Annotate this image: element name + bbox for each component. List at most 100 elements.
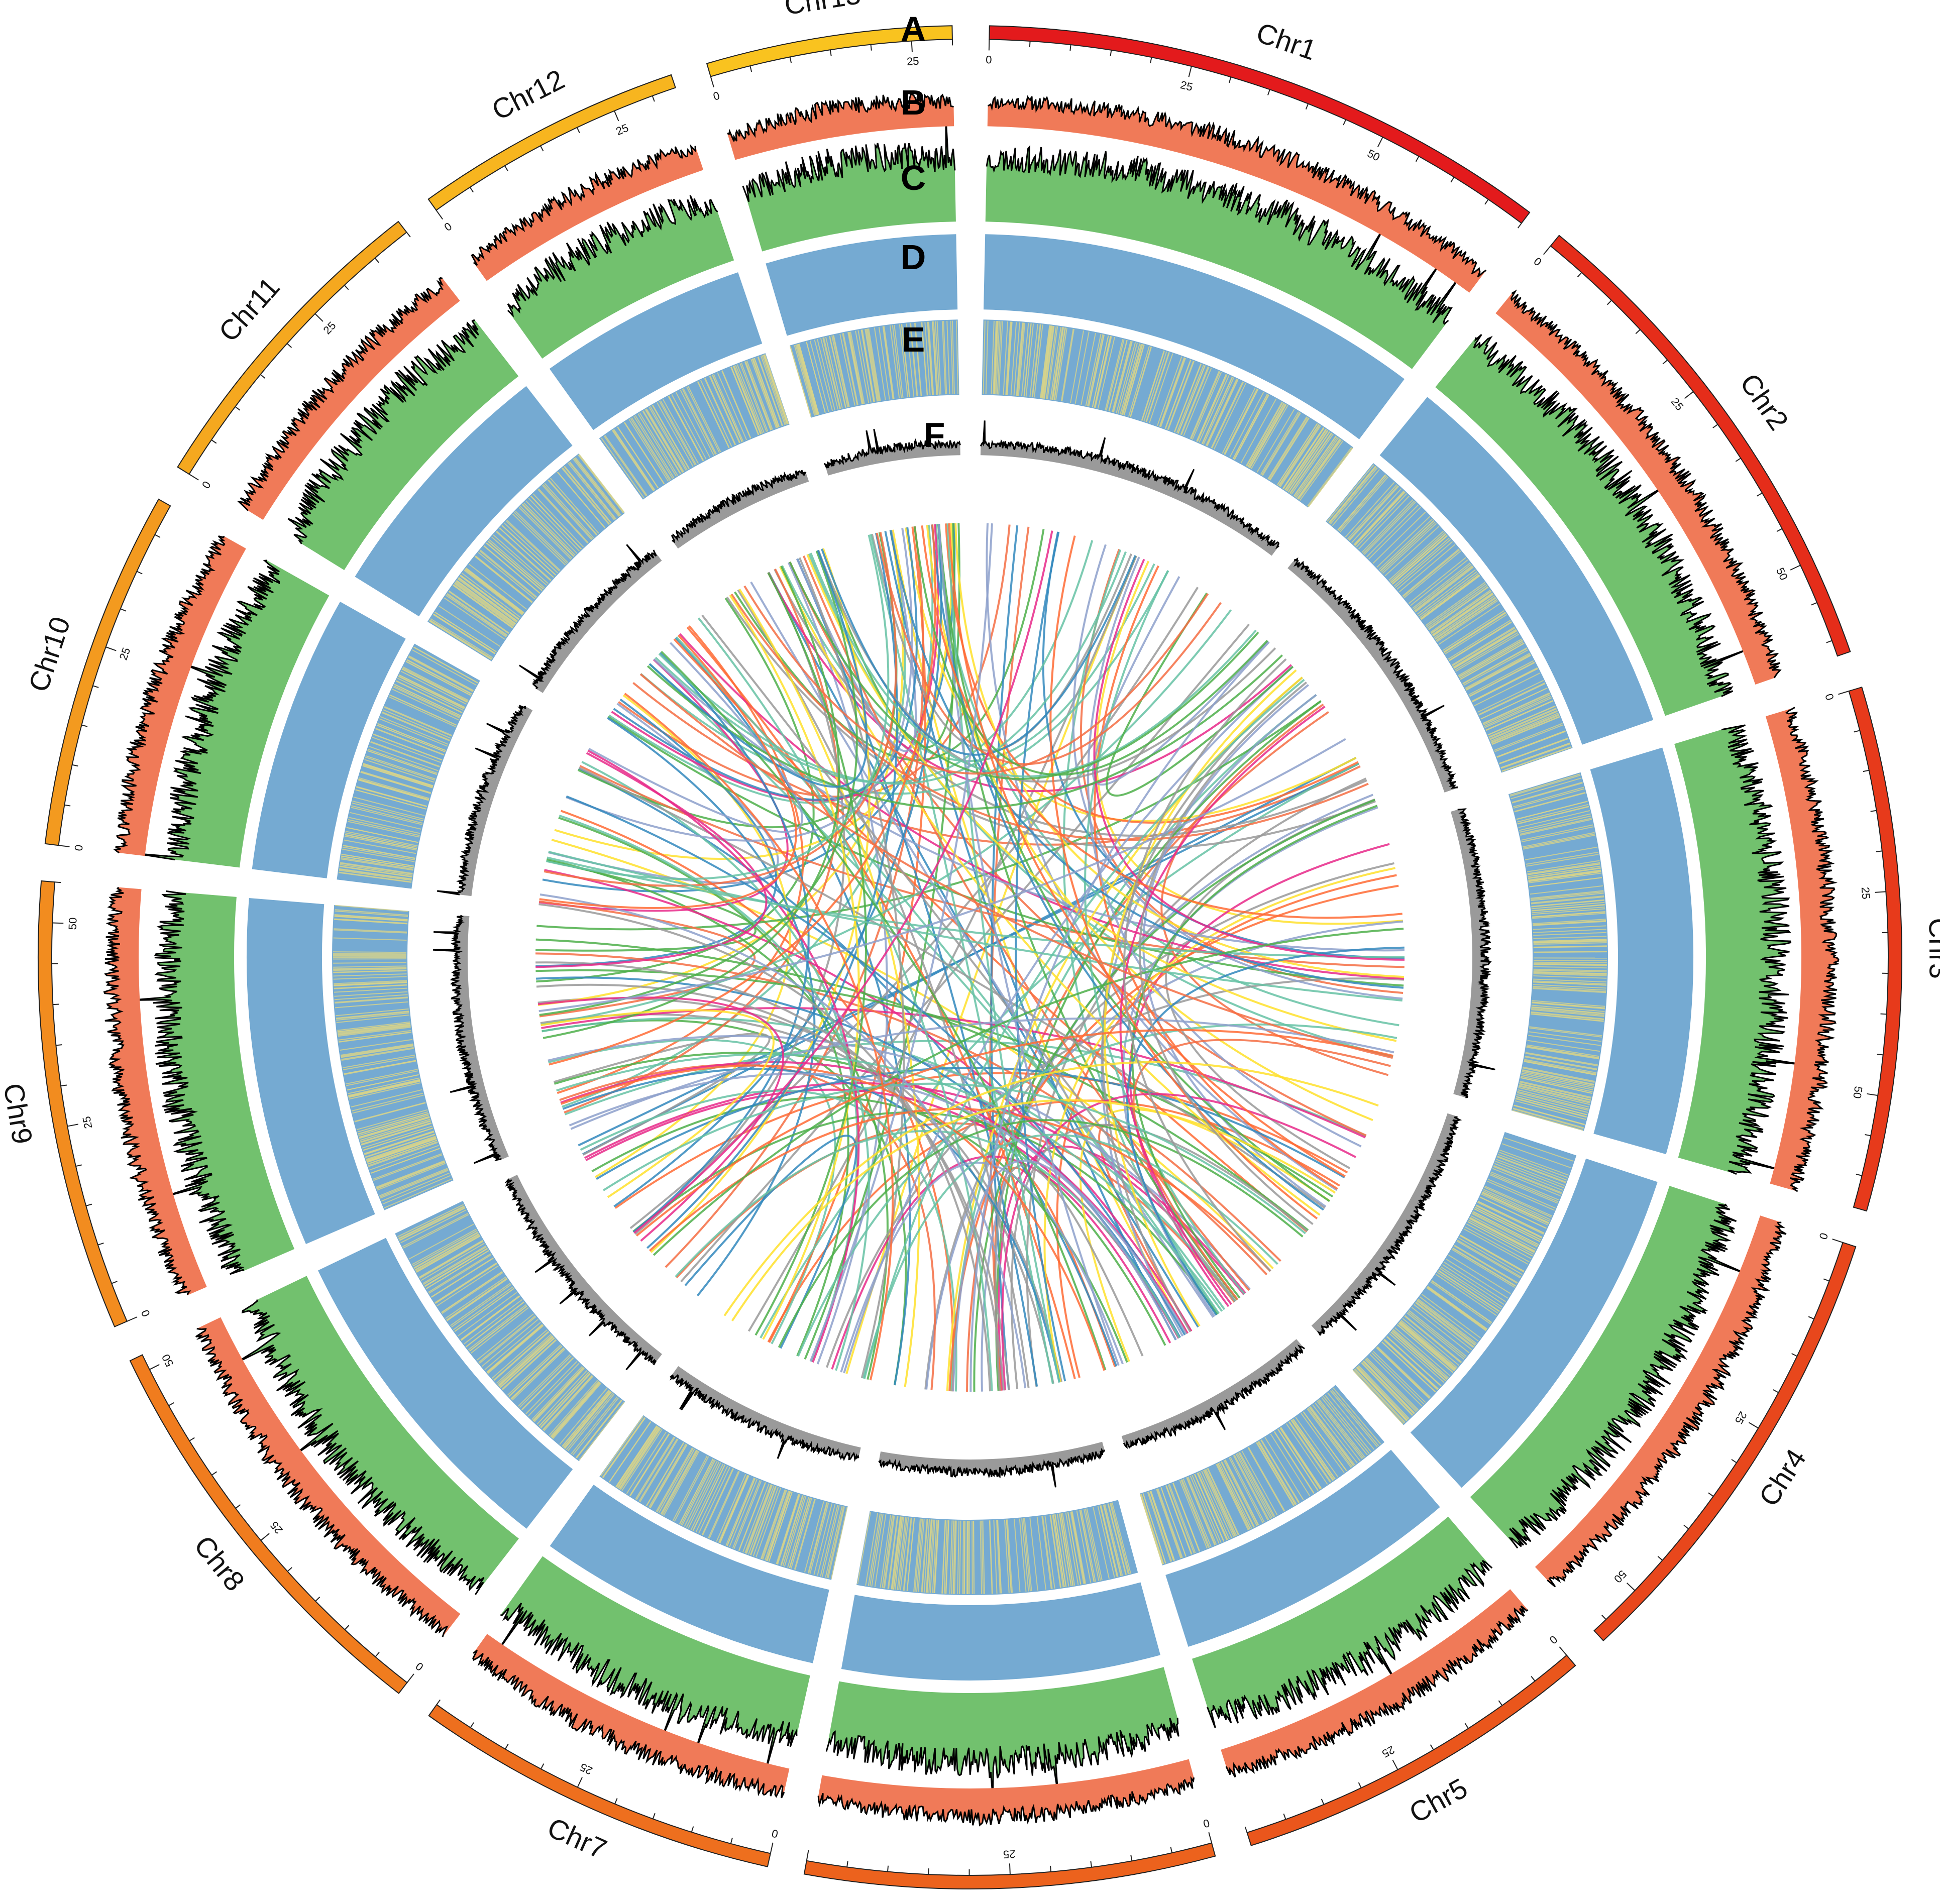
track-b-line — [1785, 707, 1840, 1192]
track-e-mark — [1514, 792, 1586, 813]
track-e-mark — [1516, 1094, 1588, 1113]
track-e-mark — [1223, 1460, 1258, 1526]
track-e-mark — [1533, 981, 1606, 986]
track-e-mark — [408, 656, 473, 692]
track-f-area — [1451, 809, 1495, 1098]
track-e-mark — [456, 581, 515, 625]
chromosome-label-chr3: Chr3 — [1923, 918, 1940, 979]
track-e-mark — [602, 1417, 645, 1478]
track-e-mark — [1032, 324, 1041, 398]
track-e-mark — [995, 321, 1000, 395]
chromosome-tick — [235, 1504, 241, 1509]
track-e-mark — [412, 1230, 478, 1267]
chromosome-band-chr13 — [706, 25, 953, 77]
track-c — [131, 118, 1803, 1797]
track-e-mark — [1049, 1515, 1061, 1588]
track-e-mark — [832, 335, 849, 407]
chromosome-band-chr3 — [1848, 686, 1902, 1212]
track-e-mark — [1523, 1066, 1595, 1082]
synteny-link — [549, 524, 937, 1066]
track-e-mark — [833, 335, 850, 407]
track-e-mark — [501, 525, 557, 576]
track-e-mark — [1041, 1516, 1052, 1589]
track-e-mark — [1492, 1168, 1561, 1197]
track-e-mark — [866, 328, 880, 401]
track-e-mark — [1371, 1352, 1425, 1405]
track-e-mark — [568, 463, 615, 521]
track-e-mark — [460, 1295, 520, 1340]
track-e-mark — [397, 678, 464, 711]
track-e-mark — [1470, 1215, 1537, 1250]
track-e-mark — [538, 488, 589, 543]
track-e-mark — [1484, 1185, 1553, 1217]
track-e-mark — [544, 1376, 594, 1431]
track-e-mark — [512, 1349, 566, 1401]
track-e-mark — [1409, 1310, 1467, 1357]
track-e-mark — [1533, 945, 1607, 948]
chromosome-tick — [1498, 1700, 1503, 1706]
track-e-mark — [1533, 920, 1606, 926]
track-e-mark — [479, 1316, 536, 1364]
track-e-mark — [1523, 833, 1595, 849]
chromosome-tick-label: 0 — [199, 479, 213, 491]
track-e-mark — [1203, 1470, 1235, 1537]
track-e-mark — [366, 1136, 436, 1160]
track-e-mark — [413, 1231, 478, 1269]
synteny-link — [587, 749, 860, 1363]
track-e-mark — [411, 1228, 477, 1265]
track-e-mark — [379, 718, 448, 747]
track-e-mark — [1229, 1457, 1263, 1523]
track-e-mark — [1147, 1492, 1171, 1562]
track-e-mark — [336, 1011, 409, 1019]
track-e-mark — [1224, 389, 1259, 455]
track-e-mark — [1372, 1351, 1426, 1403]
track-e-mark — [604, 435, 648, 496]
track-d-band — [318, 1238, 573, 1529]
track-e-mark — [1501, 1143, 1572, 1169]
track-e-mark — [442, 1272, 503, 1314]
track-e-mark — [823, 337, 841, 409]
track-e-mark — [1393, 537, 1450, 587]
track-e-mark — [1533, 961, 1607, 963]
chromosome-tick — [1635, 329, 1641, 334]
track-c-line — [742, 118, 956, 202]
track-e-mark — [1484, 1187, 1552, 1218]
track-e-mark — [1525, 1053, 1598, 1067]
track-e-mark — [1533, 972, 1607, 975]
track-e-mark — [1282, 427, 1324, 489]
track-e-mark — [457, 1292, 517, 1336]
track-e-mark — [496, 1333, 552, 1384]
track-e-mark — [635, 1436, 675, 1500]
track-e-mark — [517, 1354, 571, 1407]
track-e-mark — [746, 361, 773, 430]
track-e-mark — [983, 320, 986, 394]
track-d-band — [550, 1485, 829, 1663]
track-e-mark — [1256, 1442, 1295, 1506]
track-e-mark — [718, 1475, 748, 1543]
chromosome-tick — [1708, 1492, 1714, 1497]
track-e-mark — [1006, 1519, 1012, 1593]
track-e-mark — [1202, 377, 1233, 444]
track-e-mark — [1468, 1219, 1534, 1255]
track-e-mark — [1526, 1046, 1599, 1059]
track-e-mark — [1532, 919, 1606, 924]
track-e-mark — [914, 322, 922, 396]
track-e-mark — [1512, 1109, 1583, 1131]
synteny-link — [559, 1063, 936, 1390]
chromosome-tick — [92, 685, 99, 688]
track-e-mark — [1054, 327, 1066, 400]
track-e-mark — [1453, 630, 1518, 669]
chromosome-label-chr5: Chr5 — [1404, 1772, 1473, 1829]
track-e-mark — [567, 1394, 615, 1451]
chromosome-tick — [64, 804, 71, 807]
track-e-mark — [1532, 1000, 1605, 1007]
chromosome-tick-label: 0 — [1202, 1817, 1211, 1830]
track-e-mark — [1361, 1362, 1414, 1416]
track-e-mark — [709, 375, 741, 443]
track-e-mark — [962, 1520, 964, 1594]
track-e-mark — [1260, 1439, 1300, 1503]
track-e-mark — [337, 1023, 410, 1033]
synteny-link — [738, 588, 921, 1387]
synteny-link — [649, 550, 868, 788]
track-e-mark — [340, 864, 413, 876]
